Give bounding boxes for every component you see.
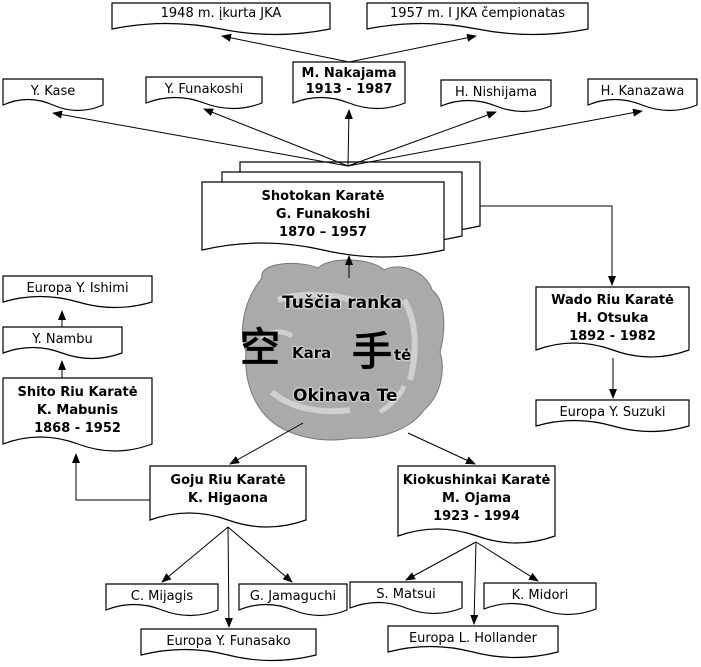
arrow-to-nishijama [347,111,497,167]
box-goju [149,465,307,528]
box-nambu [2,326,123,360]
box-goju-europa [140,628,317,662]
label-wado-europa: Europa Y. Suzuki [559,405,666,420]
kanji-kara: 空 [240,324,280,371]
label-midori: K. Midori [511,588,569,603]
label-kanazawa: H. Kanazawa [600,84,685,99]
label-nambu: Y. Nambu [32,332,93,347]
box-nishijama [440,79,552,113]
box-nakajama [292,61,406,110]
label-matsui: S. Matsui [376,587,436,602]
arrow-to-goju-europa [224,526,233,628]
arrow-to-goju [229,422,304,465]
arrow-to-kyokushin [407,432,476,465]
box-wado-europa [535,399,690,433]
box-funakoshi-y [145,76,263,110]
box-kase [2,78,104,112]
box-kyokushin-europa [387,625,559,659]
arrow-to-yamaguchi [227,526,293,583]
arrow-to-wado [480,205,616,286]
arrow-to-nakajama [344,109,353,167]
label-kase: Y. Kase [30,84,76,99]
label-jka-kurta: 1948 m. įkurta JKA [160,6,282,21]
arrow-to-jka-kurta [221,33,350,63]
label-funakoshi-y: Y. Funakoshi [164,82,244,97]
label-kyokushin-europa: Europa L. Hollander [408,631,538,646]
box-miyagi [105,583,219,617]
box-shito-europa [2,275,153,309]
box-midori [483,582,597,616]
box-jka-champ [366,2,589,36]
label-tuscia-ranka: Tuščia ranka [282,293,402,313]
kanji-te: 手 [352,328,392,375]
label-nishijama: H. Nishijama [455,85,537,100]
label-shito-europa: Europa Y. Ishimi [26,281,129,296]
box-wado [535,286,690,358]
arrow-to-miyagi [161,526,229,583]
arrow-to-kase [52,110,349,167]
label-miyagi: C. Mijagis [130,589,194,604]
box-shito [2,377,153,452]
box-kanazawa [587,78,698,112]
fist-background [242,259,445,441]
arrow-to-kanazawa [347,108,643,167]
label-okinava-te: Okinava Te [293,386,398,406]
label-goju-europa: Europa Y. Funasako [166,634,291,649]
label-te: tė [394,346,412,364]
box-yamaguchi [238,583,348,617]
arrow-to-jka-champ [348,33,477,63]
box-matsui [349,581,463,615]
label-yamaguchi: G. Jamaguchi [249,589,337,604]
connectors [52,33,643,628]
box-shotokan [201,181,445,258]
arrow-to-kyokushin-europa [470,541,479,625]
box-kyokushin [397,465,556,544]
arrow-to-matsui [405,541,477,581]
label-kara: Kara [292,344,332,362]
box-jka-kurta [111,2,331,36]
arrow-to-midori [475,541,539,582]
arrow-to-funakoshi [203,108,349,167]
label-jka-champ: 1957 m. I JKA čempionatas [390,6,565,21]
arrow-to-shito [72,453,150,501]
